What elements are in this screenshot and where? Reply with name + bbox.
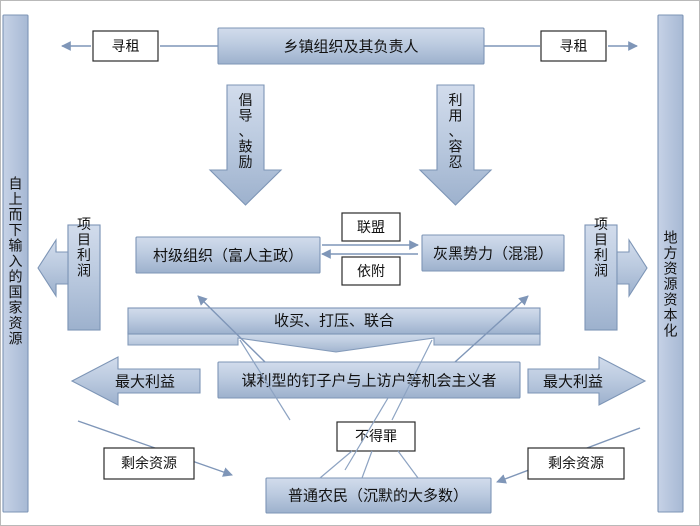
connector-no-offense-to-farmers-left [319, 450, 353, 479]
right-vertical-bar: 地方资源资本化 [657, 14, 684, 513]
no-offense-label: 不得罪 [355, 428, 397, 445]
connector-no-offense-to-farmers-right [397, 450, 419, 479]
connector-opportunists-to-farmers [344, 397, 389, 471]
rent-seeking-right-label: 寻租 [560, 39, 588, 55]
diagonal-connectors [197, 295, 529, 479]
connector-ribbon-left-leg [239, 339, 291, 421]
down-arrow-exploit-label: 利用、容忍 [449, 93, 463, 171]
gang-forces-label: 灰黑势力（混混） [433, 245, 553, 263]
rent-seeking-left-label: 寻租 [112, 39, 140, 55]
profit-arrow-right-label: 项目利润 [594, 217, 608, 280]
profit-arrow-left: 项目利润 [37, 217, 101, 331]
ordinary-farmers-box: 普通农民（沉默的大多数） [265, 477, 492, 514]
left-bar-label: 自上而下输入的国家资源 [9, 177, 23, 348]
right-bar-label: 地方资源资本化 [664, 231, 678, 340]
connector-ribbon-right-leg [391, 339, 433, 421]
surplus-resources-right: 剩余资源 [496, 427, 641, 484]
dependence-label: 依附 [357, 264, 385, 280]
opportunists-label: 谋利型的钉子户与上访户等机会主义者 [241, 372, 496, 390]
connector-opportunists-to-village [197, 295, 266, 363]
alliance-label: 联盟 [357, 220, 385, 236]
max-benefit-arrow-left: 最大利益 [70, 356, 201, 406]
dependence-link: 依附 [321, 249, 418, 286]
down-arrow-advocate: 倡导、鼓励 [208, 84, 283, 206]
township-organization-label: 乡镇组织及其负责人 [283, 38, 418, 56]
max-benefit-arrow-right: 最大利益 [527, 356, 647, 406]
profit-arrow-right: 项目利润 [584, 217, 648, 331]
max-benefit-right-label: 最大利益 [543, 373, 603, 391]
opportunists-box: 谋利型的钉子户与上访户等机会主义者 [217, 361, 521, 399]
surplus-left-label: 剩余资源 [121, 455, 177, 472]
ribbon-label: 收买、打压、联合 [274, 312, 394, 330]
connector-no-offense-to-farmers-center [361, 450, 373, 479]
profit-arrow-left-label: 项目利润 [77, 217, 91, 280]
left-vertical-bar: 自上而下输入的国家资源 [2, 14, 29, 513]
no-offense-box: 不得罪 [336, 421, 416, 452]
village-organization-label: 村级组织（富人主政） [153, 247, 303, 265]
rent-seeking-right: 寻租 [484, 30, 638, 62]
village-organization-box: 村级组织（富人主政） [135, 236, 321, 274]
ribbon-banner: 收买、打压、联合 [127, 307, 541, 353]
rent-seeking-left: 寻租 [61, 30, 218, 62]
township-organization-box: 乡镇组织及其负责人 [217, 27, 485, 65]
ordinary-farmers-label: 普通农民（沉默的大多数） [288, 487, 468, 505]
alliance-link: 联盟 [322, 212, 419, 250]
surplus-resources-left: 剩余资源 [77, 420, 233, 480]
connector-opportunists-to-gangs [454, 295, 529, 363]
gang-forces-box: 灰黑势力（混混） [421, 234, 565, 272]
surplus-right-label: 剩余资源 [548, 455, 604, 472]
down-arrow-advocate-label: 倡导、鼓励 [239, 93, 253, 171]
down-arrow-exploit: 利用、容忍 [418, 84, 493, 206]
max-benefit-left-label: 最大利益 [115, 373, 175, 391]
